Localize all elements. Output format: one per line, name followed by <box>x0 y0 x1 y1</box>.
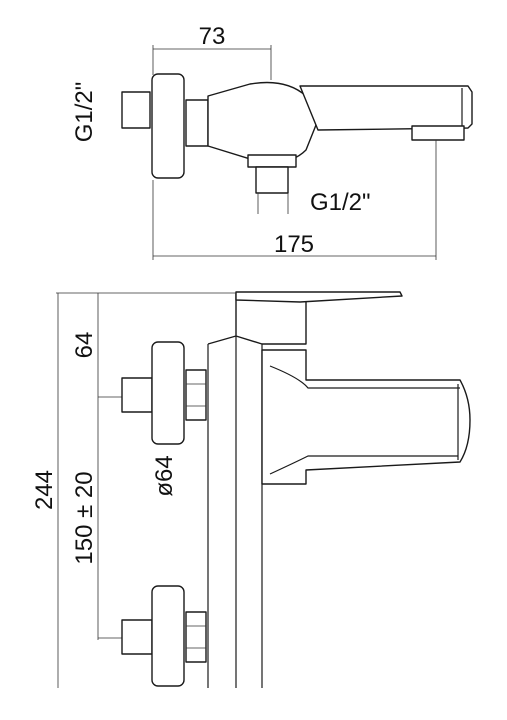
thread-left-label: G1/2" <box>71 82 98 143</box>
dim-spout-64: 64 <box>71 332 98 359</box>
top-lever <box>235 291 403 303</box>
dim-flange-64: ø64 <box>151 455 178 496</box>
diverter-knob <box>411 125 465 141</box>
upper-stub <box>121 377 153 413</box>
dim-length-175: 175 <box>274 231 314 258</box>
upper-flange <box>151 341 185 445</box>
lower-stub <box>121 619 153 655</box>
side-view: 244 64 150 ± 20 ø64 <box>31 291 471 688</box>
connector-nut <box>185 99 209 147</box>
mixer-body <box>207 81 319 164</box>
wall-flange <box>151 73 185 179</box>
top-view: 73 G1/2" G1/2" 175 <box>71 23 473 260</box>
thread-bottom-label: G1/2" <box>310 189 371 216</box>
dim-centres-150: 150 ± 20 <box>71 471 98 564</box>
dim-height-244: 244 <box>31 470 58 510</box>
upper-nut <box>185 369 207 421</box>
outlet-stub <box>255 166 289 194</box>
outlet-nut <box>247 154 297 168</box>
lower-nut <box>185 611 207 663</box>
spout-plate <box>299 85 473 131</box>
spout <box>261 349 471 485</box>
lower-flange <box>151 585 185 687</box>
inlet-stub <box>121 91 151 129</box>
dim-centre-73: 73 <box>199 23 226 50</box>
